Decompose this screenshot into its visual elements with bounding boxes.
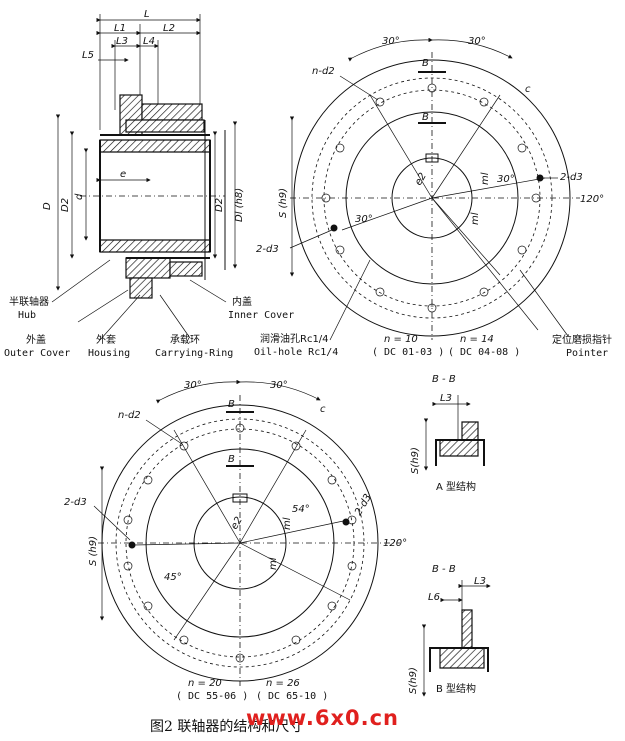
top-n10: n = 10 xyxy=(384,334,418,345)
dim-L4: L4 xyxy=(143,36,155,47)
bottom-S-dim: S (h9) xyxy=(88,536,99,566)
bottom-m2: ml xyxy=(268,557,279,570)
dim-d: d xyxy=(74,193,85,200)
bottom-section-b-mid: B xyxy=(228,454,235,465)
section-b-L6: L6 xyxy=(428,592,440,603)
top-e2: e2 xyxy=(413,171,429,187)
label-ring-cn: 承载环 xyxy=(170,334,200,346)
top-2-d3-left: 2-d3 xyxy=(256,244,279,255)
section-a-title: B - B xyxy=(432,374,456,385)
section-b-S: S(h9) xyxy=(408,667,419,694)
label-inner-cover-en: Inner Cover xyxy=(228,310,294,321)
dim-L: L xyxy=(144,9,150,20)
bottom-angle-right: 30° xyxy=(270,380,288,391)
section-b-title: B - B xyxy=(432,564,456,575)
section-a-L3: L3 xyxy=(440,393,452,404)
label-housing-cn: 外套 xyxy=(96,333,116,346)
label-outer-cover-en: Outer Cover xyxy=(4,348,70,359)
bottom-n20: n = 20 xyxy=(188,678,222,689)
top-2-d3-right: 2-d3 xyxy=(560,172,583,183)
top-angle-30: 30° xyxy=(355,214,373,225)
top-n10-range: ( DC 01-03 ) xyxy=(372,347,444,358)
bottom-angle-120: 120° xyxy=(383,538,407,549)
bottom-e2: e2 xyxy=(229,515,245,531)
label-ring-en: Carrying-Ring xyxy=(155,348,233,359)
label-outer-cover-cn: 外盖 xyxy=(26,333,46,346)
dim-D2-right: D2 xyxy=(214,198,225,212)
top-angle-30b: 30° xyxy=(497,174,515,185)
bottom-n26: n = 26 xyxy=(266,678,300,689)
section-b-label: B 型结构 xyxy=(436,682,476,695)
top-pointer-en: Pointer xyxy=(566,348,608,359)
bottom-c: c xyxy=(320,404,326,415)
bottom-n20-range: ( DC 55-06 ) xyxy=(176,691,248,702)
dim-D1: Dl (h8) xyxy=(234,188,245,222)
top-m2: ml xyxy=(470,212,481,225)
section-a-label: A 型结构 xyxy=(436,480,476,493)
top-n14-range: ( DC 04-08 ) xyxy=(448,347,520,358)
front-view-top: 30° 30° 120° 30° 30° B B n-d2 2-d3 2-d3 … xyxy=(254,36,612,359)
bottom-n26-range: ( DC 65-10 ) xyxy=(256,691,328,702)
bottom-m: ml xyxy=(282,517,293,530)
side-section-view: L L1 L2 L3 L4 L5 e xyxy=(4,9,294,359)
dim-L5: L5 xyxy=(82,50,94,61)
dim-L2: L2 xyxy=(163,23,175,34)
dim-L1: L1 xyxy=(114,23,126,34)
bottom-n-d2: n-d2 xyxy=(118,410,141,421)
bottom-angle-45: 45° xyxy=(164,572,182,583)
watermark-logo: www.6x0.cn xyxy=(246,706,399,730)
dim-e: e xyxy=(120,169,126,180)
top-section-b-top: B xyxy=(422,58,429,69)
bottom-angle-left: 30° xyxy=(184,380,202,391)
bottom-section-b-top: B xyxy=(228,399,235,410)
bottom-angle-54: 54° xyxy=(292,504,310,515)
top-m: ml xyxy=(480,172,491,185)
bottom-2-d3-right: 2-d3 xyxy=(353,492,374,517)
section-b-detail: B - B L6 L3 S(h9) B 型结构 xyxy=(408,564,491,697)
section-a-S: S(h9) xyxy=(410,447,421,474)
top-n-d2: n-d2 xyxy=(312,66,335,77)
dim-D2-left: D2 xyxy=(60,198,71,212)
bottom-2-d3-left: 2-d3 xyxy=(64,497,87,508)
top-angle-left: 30° xyxy=(382,36,400,47)
top-c: c xyxy=(525,84,531,95)
dim-D: D xyxy=(42,202,53,210)
top-n14: n = 14 xyxy=(460,334,494,345)
section-a-detail: B - B L3 S(h9) A 型结构 xyxy=(410,374,485,493)
top-angle-120: 120° xyxy=(580,194,604,205)
figure-caption: 图2 联轴器的结构和尺寸 xyxy=(150,719,304,735)
top-pointer-cn: 定位磨损指针 xyxy=(552,333,612,346)
dim-L3: L3 xyxy=(116,36,128,47)
top-angle-right: 30° xyxy=(468,36,486,47)
label-housing-en: Housing xyxy=(88,348,130,359)
top-S-dim: S (h9) xyxy=(278,188,289,218)
top-oil-cn: 润滑油孔Rc1/4 xyxy=(260,332,329,345)
label-hub-cn: 半联轴器 xyxy=(9,295,49,308)
front-view-bottom: 30° 30° 120° 54° 45° B B n-d2 2-d3 2-d3 … xyxy=(64,379,407,702)
top-oil-en: Oil-hole Rc1/4 xyxy=(254,347,338,358)
section-b-L3: L3 xyxy=(474,576,486,587)
label-hub-en: Hub xyxy=(18,310,36,321)
label-inner-cover-cn: 内盖 xyxy=(232,295,252,308)
top-section-b-mid: B xyxy=(422,112,429,123)
